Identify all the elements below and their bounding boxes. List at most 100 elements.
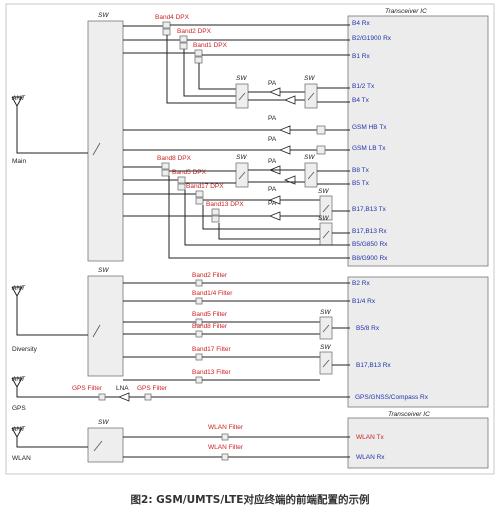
main-group-label: Main — [12, 158, 26, 165]
gps-filter-2-label: GPS Filter — [137, 385, 168, 392]
gps-group-label: GPS — [12, 405, 26, 412]
gps-lna — [117, 392, 130, 402]
dpx-band17-label: Band17 DPX — [186, 183, 224, 190]
dpx-band5 — [177, 183, 186, 191]
pa-4-label: PA — [268, 158, 277, 165]
pa-gsm-lb-label: PA — [268, 136, 277, 143]
dpx-band2-label: Band2 DPX — [177, 28, 212, 35]
dpx-band8 — [161, 162, 170, 170]
wlan-port-tx: WLAN Tx — [356, 434, 384, 441]
dpx-band8 — [161, 169, 170, 177]
wlan-sw-label: SW — [98, 419, 109, 426]
dpx-band13 — [211, 208, 220, 216]
dpx-band2 — [179, 42, 188, 50]
div-sw-lower-label: SW — [320, 344, 331, 351]
pa-6 — [268, 211, 281, 221]
upper-sw-left-symbol — [238, 92, 246, 101]
pa-gsm-hb — [278, 125, 291, 135]
dpx-band5-label: Band5 DPX — [172, 169, 207, 176]
gsm-lb-filter — [316, 145, 326, 155]
dpx-band13 — [211, 215, 220, 223]
b17-sw-upper-symbol — [322, 204, 330, 213]
transceiver-ic-lower — [347, 276, 489, 408]
gps-feed — [16, 393, 350, 398]
diversity-ant-feed — [16, 302, 88, 336]
wlan-antenna — [11, 427, 23, 439]
main-port-label-8: B5 Tx — [352, 180, 370, 187]
diversity-switch — [87, 275, 124, 377]
div-filter-label-4: Band17 Filter — [192, 346, 231, 353]
dpx-band1-label: Band1 DPX — [193, 42, 228, 49]
gps-filter-1-label: GPS Filter — [72, 385, 103, 392]
transceiver-ic-bottom — [347, 417, 489, 469]
wire-b4-tx-path — [166, 35, 236, 104]
main-port-label-9: B17,B13 Tx — [352, 206, 387, 213]
upper-sw-right-label: SW — [304, 75, 315, 82]
wlan-filter-1-label: WLAN Filter — [208, 424, 244, 431]
dpx-band17 — [195, 197, 204, 205]
main-port-label-0: B4 Rx — [352, 20, 370, 27]
pa-gsm-lb — [278, 145, 291, 155]
pa-gsm-hb-label: PA — [268, 115, 277, 122]
div-filter-0 — [195, 279, 203, 287]
div-sw-upper-symbol — [322, 324, 330, 333]
div-port-b2: B2 Rx — [352, 280, 370, 287]
pa-1b — [283, 95, 296, 105]
dpx-band1 — [194, 56, 203, 64]
dpx-band4 — [162, 21, 171, 29]
div-filter-label-1: Band1/4 Filter — [192, 290, 233, 297]
wlan-feed — [16, 443, 88, 448]
gps-filter-2 — [144, 393, 152, 401]
transceiver-top-label: Transceiver IC — [385, 8, 427, 15]
wire-b17-rx-path — [202, 205, 320, 230]
b17-sw-lower-symbol — [322, 230, 330, 239]
gsm-hb-filter — [316, 125, 326, 135]
div-filter-1 — [195, 297, 203, 305]
main-switch-symbol — [92, 142, 101, 156]
wlan-ant-label: ANT — [11, 426, 26, 433]
wlan-switch-symbol — [93, 440, 103, 452]
main-port-label-4: B4 Tx — [352, 97, 370, 104]
main-port-label-12: B8/G900 Rx — [352, 255, 388, 262]
div-port-b58: B5/8 Rx — [356, 325, 380, 332]
div-filter-5 — [195, 376, 203, 384]
main-sw-label: SW — [98, 12, 109, 19]
dpx-band1 — [194, 49, 203, 57]
dpx-band13-label: Band13 DPX — [206, 201, 244, 208]
div-filter-label-2: Band5 Filter — [192, 311, 228, 318]
gps-filter-1 — [98, 393, 106, 401]
main-ant-label: ANT — [11, 95, 26, 102]
wlan-filter-2 — [221, 453, 229, 461]
wire-b13-rx-path — [218, 223, 320, 240]
wlan-filter-1 — [221, 433, 229, 441]
gps-ant-label: ANT — [11, 376, 26, 383]
transceiver-ic-top — [347, 15, 489, 267]
main-ant-feed — [16, 112, 88, 154]
lower-sw-right-symbol — [307, 171, 315, 180]
pa-5 — [268, 195, 281, 205]
pa-5-label: PA — [268, 186, 277, 193]
pa-1-label: PA — [268, 80, 277, 87]
b17-sw-lower-label: SW — [318, 215, 329, 222]
wlan-group-label: WLAN — [12, 455, 31, 462]
main-port-label-1: B2/G1900 Rx — [352, 35, 392, 42]
gps-antenna — [11, 377, 23, 389]
lower-sw-left-symbol — [238, 171, 246, 180]
gps-lna-label: LNA — [116, 385, 129, 392]
div-filter-label-3: Band8 Filter — [192, 323, 228, 330]
main-port-label-3: B1/2 Tx — [352, 83, 375, 90]
wlan-switch — [87, 427, 124, 463]
main-antenna — [11, 96, 23, 108]
div-port-b14: B1/4 Rx — [352, 298, 376, 305]
diversity-sw-label: SW — [98, 267, 109, 274]
pa-6-label: PA — [268, 200, 277, 207]
main-port-label-2: B1 Rx — [352, 53, 370, 60]
dpx-band17 — [195, 190, 204, 198]
wlan-filter-2-label: WLAN Filter — [208, 444, 244, 451]
div-port-b17b13: B17,B13 Rx — [356, 362, 391, 369]
dpx-band4-label: Band4 DPX — [155, 14, 190, 21]
wire-b8g900rx — [168, 176, 350, 259]
transceiver-bottom-label: Transceiver IC — [388, 411, 430, 418]
diversity-antenna — [11, 286, 23, 298]
